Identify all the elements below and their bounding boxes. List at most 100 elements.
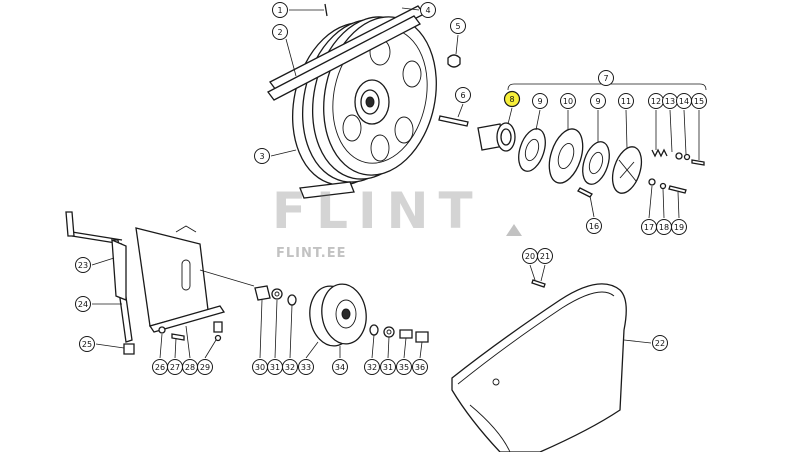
callout-number: 4	[425, 6, 430, 15]
callout-13: 13	[662, 93, 678, 109]
callout-circle	[298, 359, 314, 375]
callout-25: 25	[79, 336, 95, 352]
callout-number: 1	[277, 6, 282, 15]
callout-circle	[364, 359, 380, 375]
callout-number: 24	[78, 300, 88, 309]
callout-number: 26	[155, 363, 165, 372]
callout-circle	[75, 257, 91, 273]
callout-4: 4	[420, 2, 436, 18]
callout-18: 18	[656, 219, 672, 235]
callout-circle	[652, 335, 668, 351]
callout-30: 30	[252, 359, 268, 375]
callout-17: 17	[641, 219, 657, 235]
callout-1: 1	[272, 2, 288, 18]
callout-number: 17	[644, 223, 654, 232]
callout-22: 22	[652, 335, 668, 351]
callout-circle	[532, 93, 548, 109]
callout-14: 14	[676, 93, 692, 109]
callout-circle	[75, 296, 91, 312]
callout-31: 31	[380, 359, 396, 375]
callout-9: 9	[532, 93, 548, 109]
callout-15: 15	[691, 93, 707, 109]
callout-number: 31	[383, 363, 393, 372]
callout-number: 19	[674, 223, 684, 232]
callout-32: 32	[364, 359, 380, 375]
callout-number: 30	[255, 363, 265, 372]
guard-cover	[451, 279, 627, 452]
callout-6: 6	[455, 87, 471, 103]
callout-16: 16	[586, 218, 602, 234]
callout-circle	[455, 87, 471, 103]
callout-circle	[503, 90, 521, 108]
callout-26: 26	[152, 359, 168, 375]
callout-7: 7	[598, 70, 614, 86]
callout-circle	[380, 359, 396, 375]
callout-number: 32	[285, 363, 295, 372]
callout-28: 28	[182, 359, 198, 375]
callout-19: 19	[671, 219, 687, 235]
callout-35: 35	[396, 359, 412, 375]
callout-circle	[590, 93, 606, 109]
callout-number: 12	[651, 97, 661, 106]
callout-circle	[537, 248, 553, 264]
callout-31: 31	[267, 359, 283, 375]
callout-number: 6	[460, 91, 465, 100]
callout-number: 36	[415, 363, 425, 372]
watermark-triangle-icon	[506, 224, 522, 236]
callout-number: 9	[595, 97, 600, 106]
callout-number: 10	[563, 97, 573, 106]
callout-circle	[254, 148, 270, 164]
callout-number: 27	[170, 363, 180, 372]
watermark-logo: FLINT	[272, 182, 483, 240]
callout-number: 3	[259, 152, 264, 161]
callout-27: 27	[167, 359, 183, 375]
callout-3: 3	[254, 148, 270, 164]
callout-10: 10	[560, 93, 576, 109]
callout-circle	[691, 93, 707, 109]
callout-circle	[420, 2, 436, 18]
callout-circle	[79, 336, 95, 352]
callout-circle	[332, 359, 348, 375]
callout-23: 23	[75, 257, 91, 273]
callout-36: 36	[412, 359, 428, 375]
callout-24: 24	[75, 296, 91, 312]
callout-number: 18	[659, 223, 669, 232]
callout-8: 8	[503, 90, 521, 108]
callout-9: 9	[590, 93, 606, 109]
drive-pulley-assembly	[267, 3, 461, 199]
callout-number: 13	[665, 97, 675, 106]
idler-pulley-assembly	[254, 283, 429, 347]
callout-number: 29	[200, 363, 210, 372]
watermark-url: FLINT.EE	[276, 246, 347, 261]
callout-number: 33	[301, 363, 311, 372]
callout-circle	[272, 24, 288, 40]
callout-20: 20	[522, 248, 538, 264]
callout-34: 34	[332, 359, 348, 375]
callout-number: 34	[335, 363, 345, 372]
callout-circle	[197, 359, 213, 375]
callout-number: 9	[537, 97, 542, 106]
callout-number: 31	[270, 363, 280, 372]
callout-number: 21	[540, 252, 550, 261]
callout-circle	[671, 219, 687, 235]
callout-number: 2	[277, 28, 282, 37]
callout-12: 12	[648, 93, 664, 109]
callout-circle	[598, 70, 614, 86]
callout-11: 11	[618, 93, 634, 109]
callout-circle	[272, 2, 288, 18]
callout-33: 33	[298, 359, 314, 375]
leader-lines	[91, 7, 700, 359]
callout-number: 15	[694, 97, 704, 106]
callout-circle	[618, 93, 634, 109]
bracket-assembly	[65, 211, 255, 355]
callout-circle	[586, 218, 602, 234]
callout-number: 35	[399, 363, 409, 372]
callout-number: 16	[589, 222, 599, 231]
callout-2: 2	[272, 24, 288, 40]
callout-circle	[282, 359, 298, 375]
shaft-pin	[438, 115, 469, 127]
callout-number: 32	[367, 363, 377, 372]
callout-circle	[450, 18, 466, 34]
